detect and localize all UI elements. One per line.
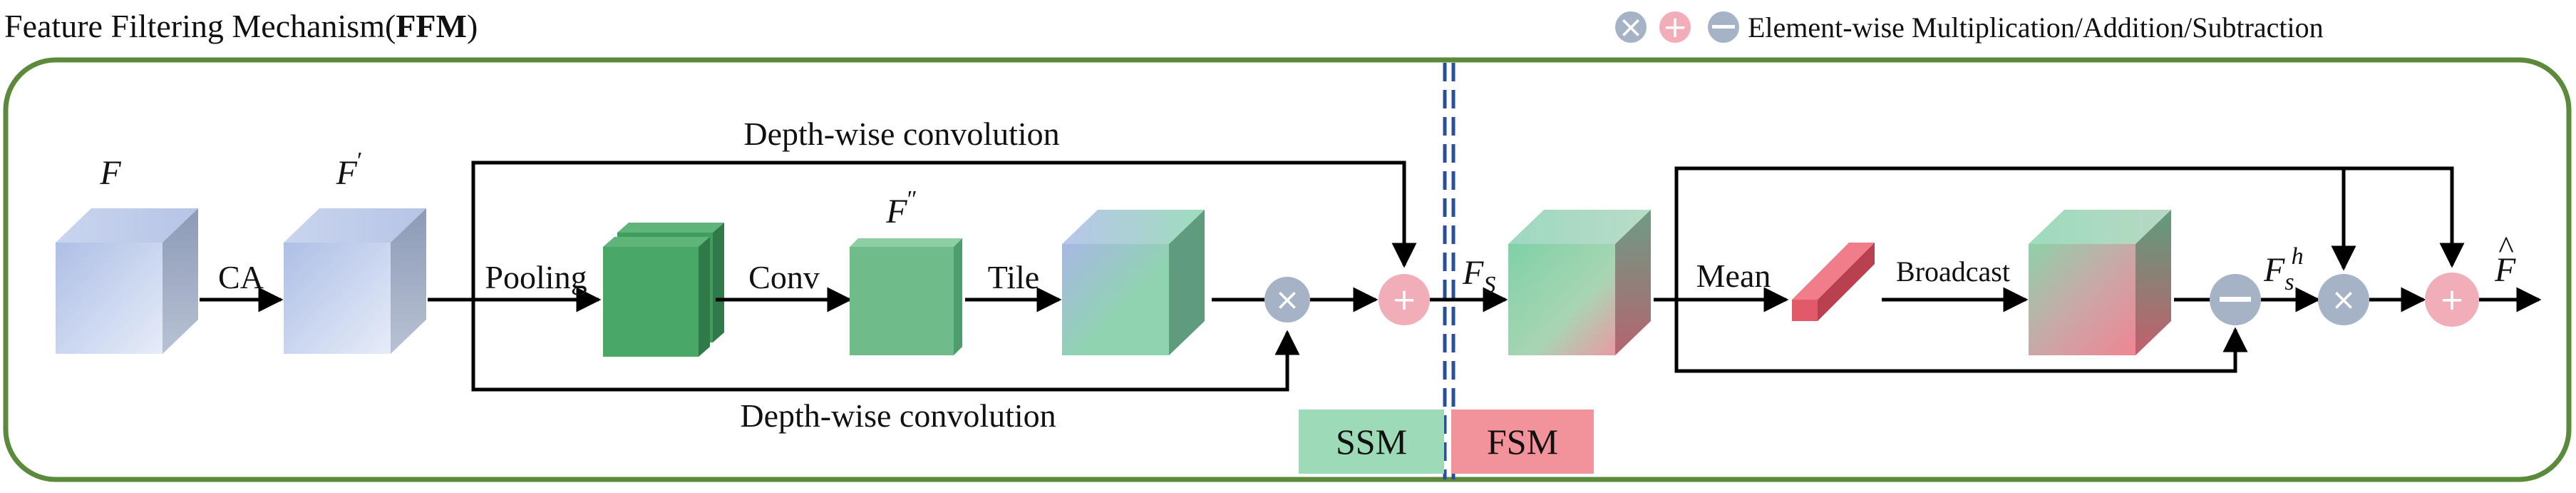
add-op-1 <box>1379 274 1430 325</box>
mean-bar <box>1792 243 1875 321</box>
label-F-dprime: F″ <box>885 186 917 230</box>
fsm-label: FSM <box>1487 422 1558 462</box>
svg-text:×: × <box>1618 9 1643 44</box>
legend: × + Element-wise Multiplication/Addition… <box>1615 9 2324 44</box>
ssm-label: SSM <box>1336 422 1407 462</box>
svg-text:+: + <box>2439 282 2464 317</box>
label-mean: Mean <box>1696 258 1771 294</box>
svg-text:+: + <box>1391 282 1416 317</box>
multiply-op-1 <box>1264 277 1310 322</box>
svg-text:×: × <box>1274 282 1299 317</box>
cube-broadcast <box>2029 210 2171 355</box>
hat-mark: ^ <box>2498 229 2514 265</box>
dw-bottom-label: Depth-wise convolution <box>740 397 1056 434</box>
svg-text:×: × <box>2331 282 2356 317</box>
cube-F-prime <box>284 208 426 354</box>
diagram-title: Feature Filtering Mechanism(FFM) <box>4 8 478 44</box>
legend-multiply-icon <box>1615 11 1647 43</box>
label-conv: Conv <box>748 259 820 295</box>
label-F-prime: F′ <box>336 148 363 192</box>
pooled-blocks <box>603 223 724 357</box>
dw-top-path <box>471 161 1417 300</box>
outer-frame <box>3 57 2572 482</box>
fsm-box <box>1451 410 1594 474</box>
skip-top-path <box>1674 166 2465 300</box>
dw-top-label: Depth-wise convolution <box>743 116 1059 152</box>
conv-block <box>850 238 962 355</box>
label-Fsh: Fsh <box>2263 243 2304 295</box>
dw-bottom-path <box>471 300 1300 392</box>
label-CA: CA <box>218 259 264 295</box>
legend-text: Element-wise Multiplication/Addition/Sub… <box>1748 11 2324 44</box>
label-Fs: FS <box>1462 254 1495 298</box>
label-broadcast: Broadcast <box>1896 255 2010 288</box>
cube-F <box>56 208 198 354</box>
label-tile: Tile <box>988 259 1039 295</box>
ssm-box <box>1299 410 1444 474</box>
legend-add-icon <box>1659 11 1691 43</box>
skip-bottom-path <box>1674 300 2248 373</box>
svg-text:+: + <box>1662 9 1687 44</box>
cube-Fs <box>1508 210 1651 355</box>
label-F: F <box>99 154 121 192</box>
label-pooling: Pooling <box>485 259 587 295</box>
label-F-hat: F <box>2494 251 2516 289</box>
multiply-op-2 <box>2318 274 2369 325</box>
add-op-2 <box>2425 273 2479 327</box>
cube-tiled <box>1062 210 1205 355</box>
